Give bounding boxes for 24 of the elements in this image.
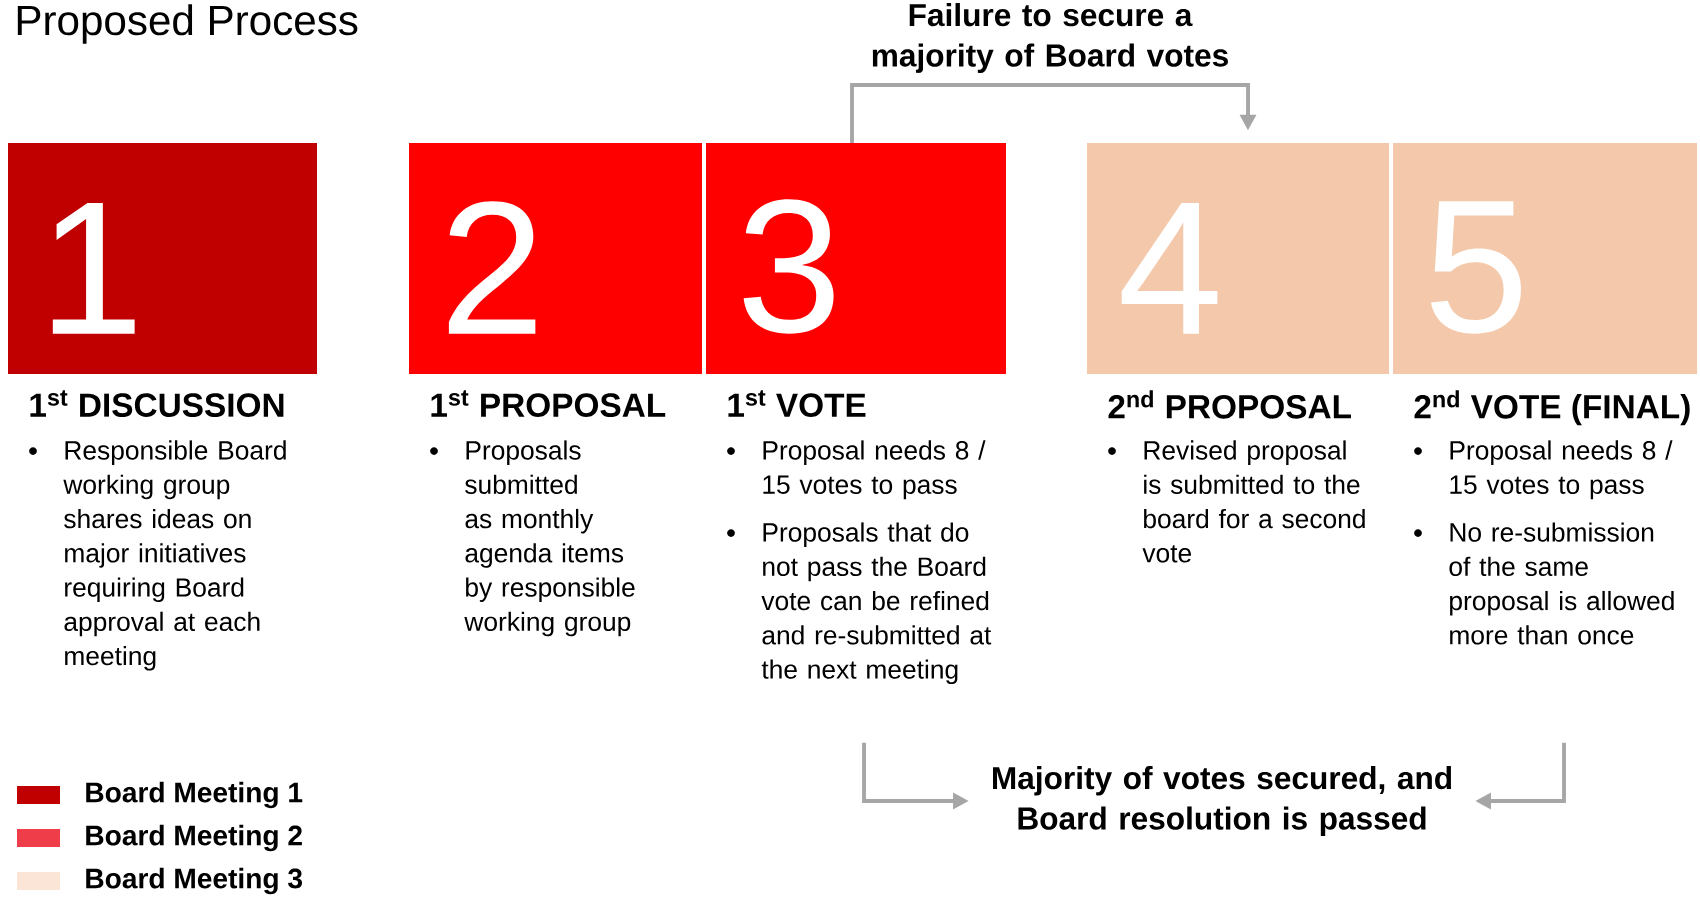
- bullet-text: No re-submission of the same proposal is allowed more than once: [1449, 522, 1674, 645]
- step-heading: 2$^{nd}$ VOTE (FINAL): [1414, 390, 1690, 426]
- number-box: 3: [706, 143, 1006, 374]
- page-title: Proposed Process: [17, 4, 358, 44]
- bullet-text: Proposal needs 8 / 15 votes to pass: [763, 440, 986, 500]
- result-text: Majority of votes secured, and Board resolution is passed: [993, 766, 1452, 836]
- connector-arrow: [850, 83, 1257, 143]
- legend-label: Board Meeting 3: [86, 867, 302, 895]
- edge-label: Failure to secure a majority of Board votes: [866, 0, 1234, 77]
- bullet-text: Proposals submitted as monthly agenda items by responsible working group: [464, 440, 635, 637]
- bullet-text: Proposals that do not pass the Board vote can be refined and re-submitted at the next meeting: [761, 522, 992, 685]
- bullet-text: Proposal needs 8 / 15 votes to pass: [1450, 440, 1673, 500]
- bullet-text: Responsible Board working group shares ideas on major initiatives requiring Board approval at each meeting: [63, 440, 286, 671]
- number-box: 5: [1393, 143, 1697, 374]
- step-heading: 2$^{nd}$ PROPOSAL: [1108, 390, 1351, 419]
- legend-label: Board Meeting 2: [86, 824, 302, 852]
- step-heading: 1$^{st}$ VOTE: [728, 390, 866, 417]
- bullet-text: Revised proposal is submitted to the board for a second vote: [1142, 440, 1365, 563]
- step-heading: 1$^{st}$ DISCUSSION: [30, 390, 284, 417]
- number-box: 4: [1087, 143, 1389, 374]
- number-box: 1: [8, 143, 317, 374]
- step-heading: 1$^{st}$ PROPOSAL: [431, 390, 666, 417]
- legend-label: Board Meeting 1: [86, 781, 303, 809]
- number-box: 2: [409, 143, 702, 374]
